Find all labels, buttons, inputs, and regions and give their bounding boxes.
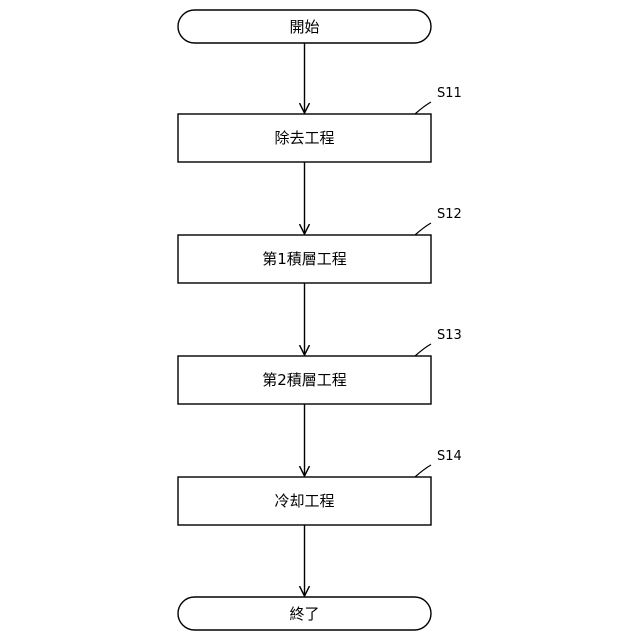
start-label: 開始: [289, 18, 319, 36]
process-step-label: 除去工程: [274, 129, 334, 147]
process-step-s14: 冷却工程 S14: [178, 449, 462, 525]
process-step-s11: 除去工程 S11: [178, 86, 462, 162]
step-leader-line: [415, 344, 431, 356]
step-id-label: S13: [437, 328, 462, 343]
process-step-s12: 第1積層工程 S12: [178, 207, 462, 283]
process-step-s13: 第2積層工程 S13: [178, 328, 462, 404]
step-leader-line: [415, 102, 431, 114]
start-terminator: 開始: [178, 10, 431, 43]
step-id-label: S14: [437, 449, 462, 464]
step-leader-line: [415, 465, 431, 477]
step-id-label: S11: [437, 86, 462, 101]
process-step-label: 冷却工程: [274, 492, 334, 510]
end-label: 終了: [289, 605, 319, 623]
process-step-label: 第2積層工程: [262, 371, 347, 389]
step-leader-line: [415, 223, 431, 235]
process-step-label: 第1積層工程: [262, 250, 347, 268]
end-terminator: 終了: [178, 597, 431, 630]
step-id-label: S12: [437, 207, 462, 222]
